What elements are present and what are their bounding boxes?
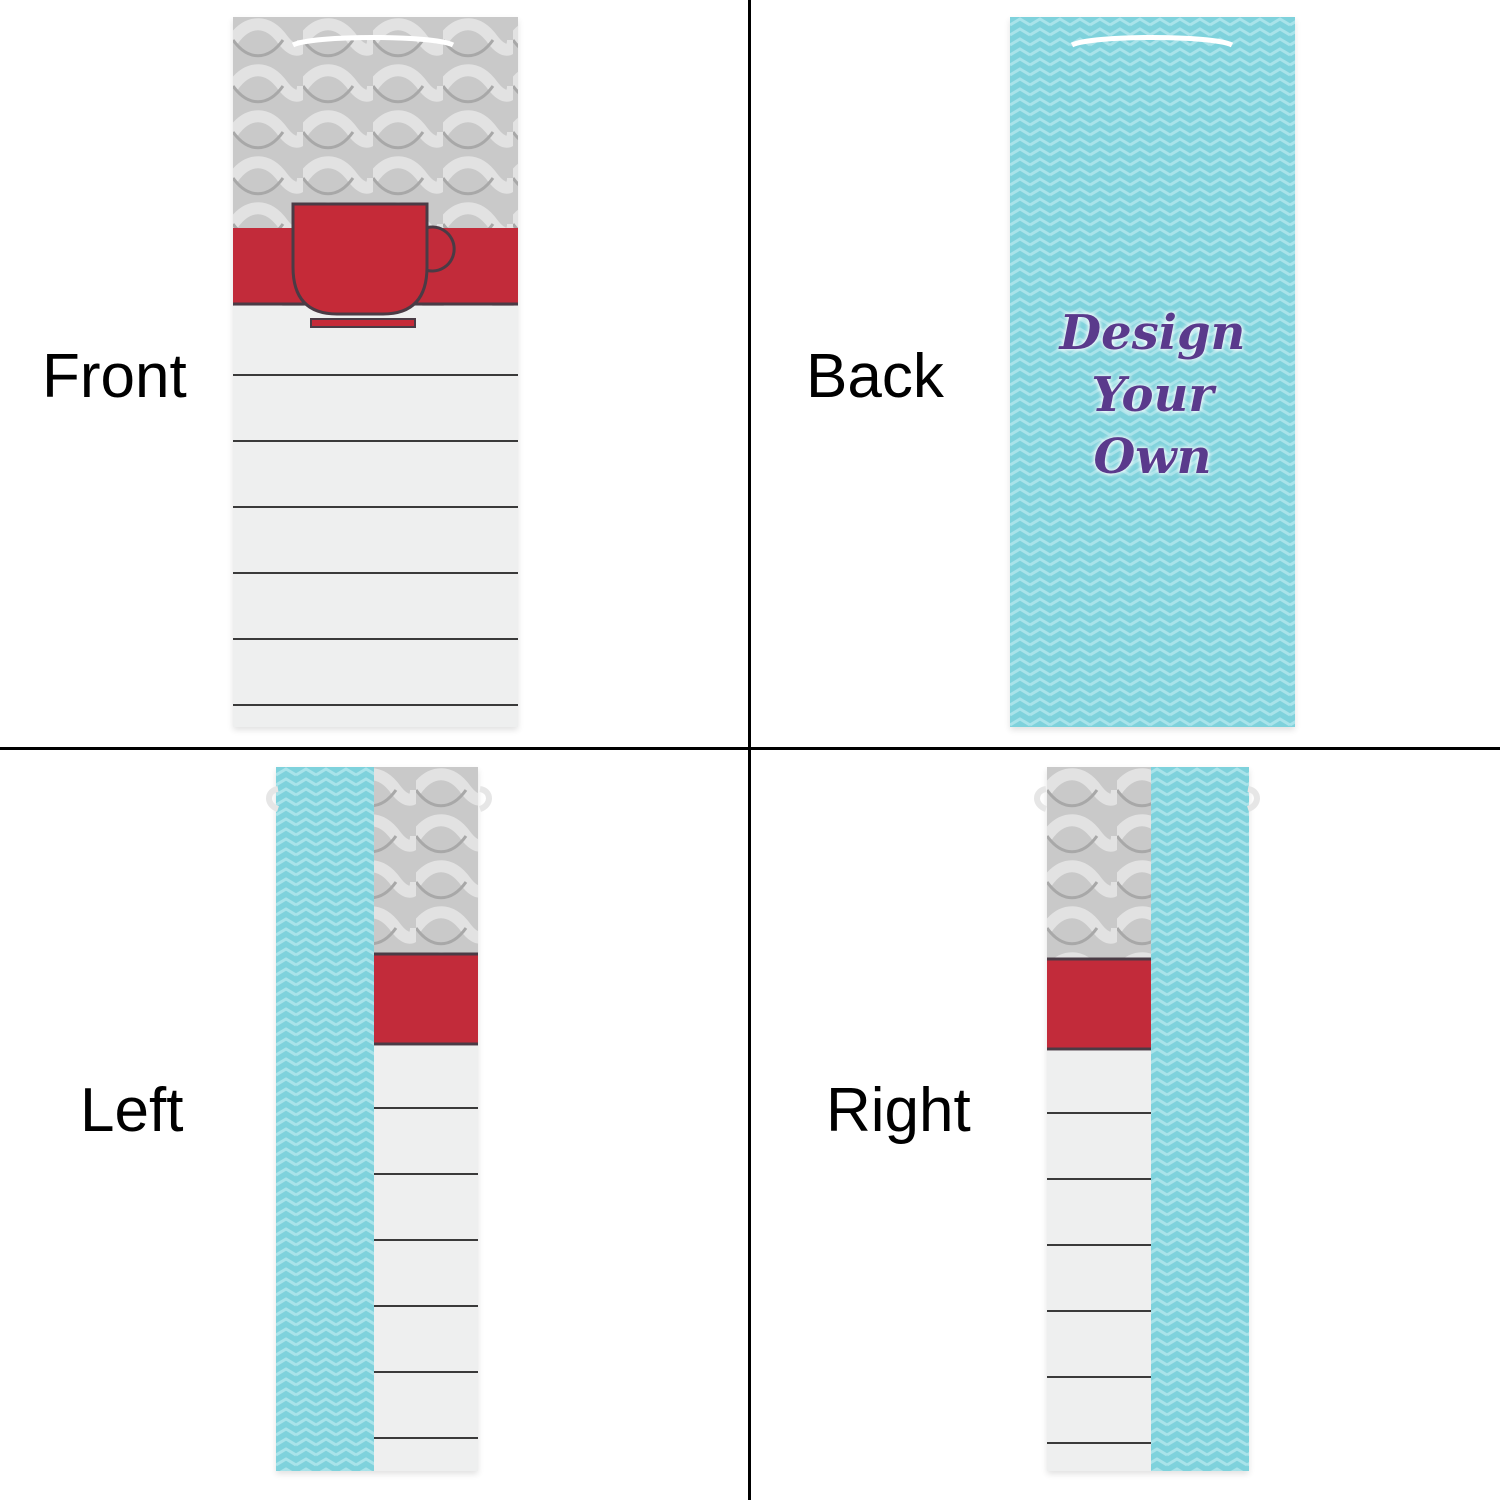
coffee-cup-icon (291, 202, 456, 328)
design-text: Design (1059, 305, 1246, 361)
your-text: Your (1091, 367, 1214, 423)
left-bag-handles (266, 786, 492, 812)
vertical-divider (748, 0, 751, 1500)
left-label: Left (80, 1076, 184, 1145)
own-text: Own (1093, 429, 1212, 485)
right-bag (1047, 767, 1249, 1471)
right-label: Right (826, 1076, 971, 1145)
horizontal-divider (0, 747, 1500, 750)
back-label: Back (806, 342, 944, 411)
front-bag (233, 17, 518, 727)
back-bag: Design Your Own (1010, 17, 1295, 727)
left-bag (276, 767, 478, 1471)
front-label: Front (42, 342, 187, 411)
right-bag-handles (1034, 786, 1260, 812)
